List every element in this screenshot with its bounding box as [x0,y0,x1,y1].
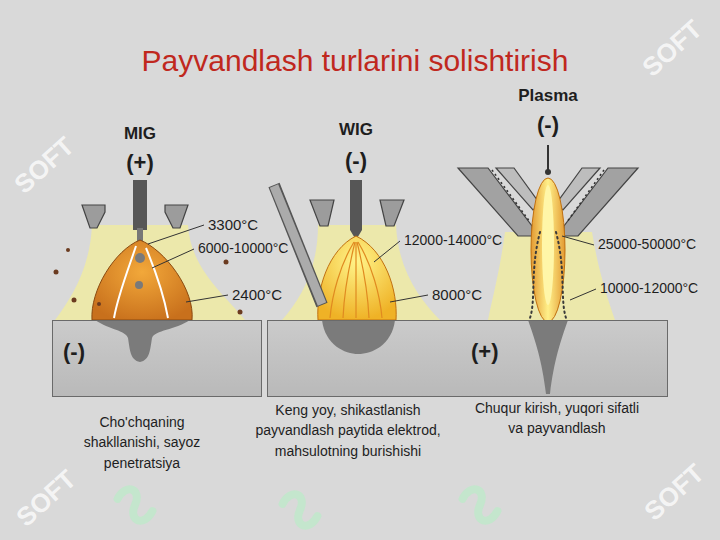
particle-stream [530,232,566,318]
arc-streak [146,248,168,318]
leader-line [186,295,228,302]
contact-tube [133,180,147,230]
plasma-electrode [545,169,551,175]
gas-nozzle [310,200,334,226]
plasma-core [542,185,554,305]
torch-name: MIG [124,124,156,144]
spatter [54,270,59,275]
base-plate: (-) [52,320,262,397]
leader-line [562,236,594,245]
temperature-label: 6000-10000°C [198,240,288,256]
welding-arc [318,236,396,320]
weld-penetration [322,320,395,354]
spatter [224,260,229,265]
leader-line [562,236,596,300]
spatter [97,302,101,306]
base-plate: (+) [267,320,668,397]
arc-line [357,242,369,318]
polarity-sign: (+) [126,150,154,175]
polarity-sign: (+) [471,341,499,363]
polarity-sign: (-) [63,341,85,363]
watermark: SOFT [640,459,709,525]
arc-line [343,242,355,318]
plasma-arc [531,178,565,322]
welding-arc [92,240,192,320]
plasma-electrode [547,145,549,172]
particle-stream [556,232,566,318]
arc-line [358,242,382,318]
tungsten-electrode [350,180,362,230]
watermark: SOFT [12,465,81,531]
metal-droplet [135,281,143,289]
weld-penetration [95,320,190,362]
temperature-label: 25000-50000°C [598,236,696,252]
watermark: SOFT [10,132,79,198]
leader-line [148,225,228,302]
leader-line [390,295,428,302]
torch-name: WIG [339,120,373,140]
slide-title: Payvandlash turlarini solishtirish [0,44,710,78]
spatter [66,248,70,252]
arc-streak [114,246,136,318]
watermark-logo [281,489,319,531]
shield-gas [55,225,245,320]
torch-name: Plasma [518,86,578,106]
electrode-housing [556,168,600,210]
gas-nozzle [82,205,105,228]
polarity-sign: (-) [537,112,559,137]
leader-line [148,225,204,244]
spatter [72,298,77,303]
watermark-logo [116,484,499,531]
temperature-label: 3300°C [208,216,258,233]
caption-note: Keng yoy, shikastlanish payvandlash payt… [250,400,446,461]
spatter [238,310,243,315]
gas-nozzle [165,205,188,228]
spatter [54,248,243,315]
arc-line [330,242,354,318]
temperature-label: 8000°C [432,286,482,303]
particle-stream [530,232,540,318]
temperature-label: 2400°C [232,286,282,303]
gas-flow [492,170,530,222]
leader-line [374,241,428,302]
gas-flow [567,170,604,222]
base-plate [52,320,262,397]
polarity-sign: (-) [345,148,367,173]
arc-line [355,242,356,318]
weld-penetration [528,320,568,394]
leader-line [374,241,400,262]
watermark-logo [461,484,499,526]
watermark-logo [116,484,154,526]
arc-line [330,242,382,318]
leader-line [152,249,194,268]
electrode-housing [496,168,540,210]
leader-line [570,289,596,300]
caption-note: Cho'chqaning shakllanishi, sayoz penetra… [72,412,212,473]
base-plate [267,320,668,397]
temperature-label: 10000-12000°C [600,280,698,296]
gas-nozzle [380,200,404,226]
metal-droplet [135,253,145,263]
watermark: SOFT [638,15,707,81]
caption-note: Chuqur kirish, yuqori sifatli va payvand… [469,398,645,439]
temperature-label: 12000-14000°C [404,232,502,248]
